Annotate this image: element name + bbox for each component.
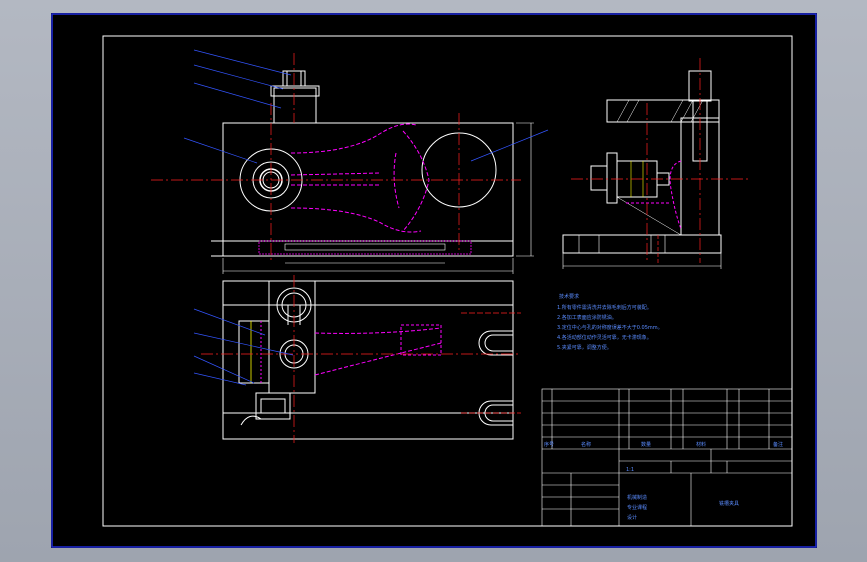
school-line-3: 设计 — [627, 514, 637, 521]
title-block — [541, 388, 793, 527]
svg-text:材料: 材料 — [696, 441, 706, 448]
scale-value: 1:1 — [626, 467, 634, 473]
school-line-2: 专业课程 — [627, 504, 647, 511]
tech-requirements: 技术要求 1.所有零件需清洗并去除毛刺后方可装配。 2.各加工表面应涂防锈油。 … — [557, 293, 663, 351]
svg-text:序号: 序号 — [544, 441, 554, 448]
svg-text:名称: 名称 — [581, 441, 591, 448]
svg-text:数量: 数量 — [641, 441, 651, 448]
inner-frame — [102, 35, 793, 527]
tech-item-3: 3.定位中心与孔的对称度误差不大于0.05mm。 — [557, 324, 663, 331]
tech-item-2: 2.各加工表面应涂防锈油。 — [557, 314, 617, 321]
top-view-leaders — [193, 308, 294, 386]
drawing-name: 铣槽夹具 — [719, 500, 739, 507]
front-view — [151, 53, 534, 274]
tech-item-5: 5.夹紧可靠，调整方便。 — [557, 344, 612, 351]
tech-item-4: 4.各活动部位动作灵活可靠，无卡滞现象。 — [557, 334, 652, 341]
hatching — [616, 99, 704, 123]
tech-title: 技术要求 — [559, 293, 579, 300]
svg-text:备注: 备注 — [773, 441, 783, 448]
outer-frame — [51, 13, 817, 548]
cad-viewport[interactable]: 技术要求 1.所有零件需清洗并去除毛刺后方可装配。 2.各加工表面应涂防锈油。 … — [51, 13, 817, 548]
engineering-drawing: 技术要求 1.所有零件需清洗并去除毛刺后方可装配。 2.各加工表面应涂防锈油。 … — [51, 13, 817, 548]
top-view — [201, 275, 521, 443]
front-view-leaders — [183, 49, 549, 164]
parts-table-header: 序号 名称 数量 材料 备注 — [544, 441, 783, 448]
tech-item-1: 1.所有零件需清洗并去除毛刺后方可装配。 — [557, 304, 652, 311]
school-line-1: 机械制造 — [627, 494, 647, 501]
side-view — [562, 58, 751, 269]
